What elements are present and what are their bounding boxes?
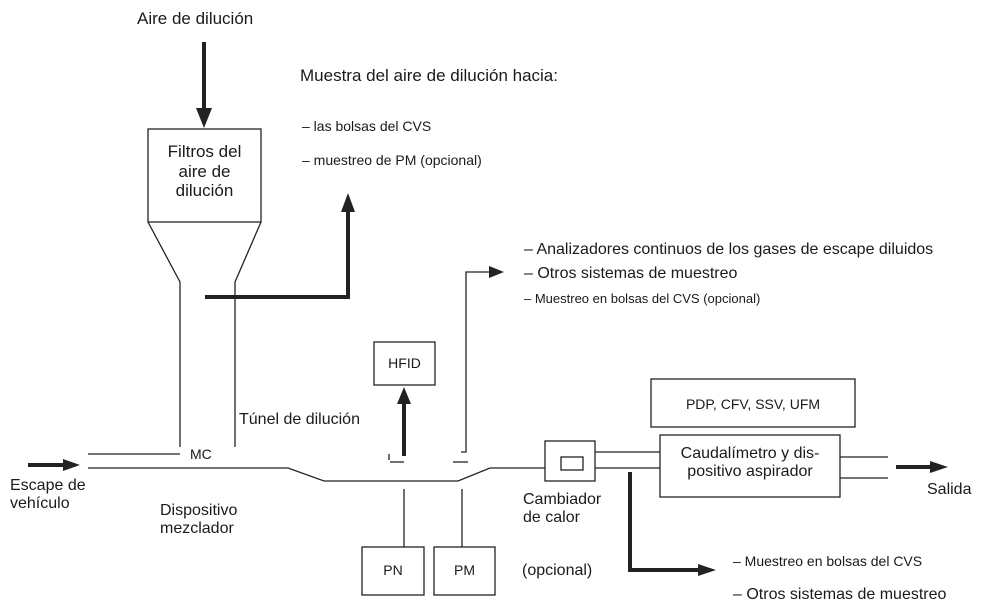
optional-label: (opcional) [522, 562, 593, 579]
flowmeter-label: Caudalímetro y dis- positivo aspirador [680, 445, 820, 481]
dilution-sample-item: – las bolsas del CVS [302, 118, 432, 134]
pn-box [361, 546, 425, 596]
tunnel-bottom-wall [88, 467, 545, 482]
analyzer-sample-line [461, 271, 492, 453]
heat-exchanger-core [560, 456, 584, 471]
tunnel-sampling-item: – Analizadores continuos de los gases de… [524, 241, 934, 258]
pm-box [433, 546, 496, 596]
heat-exchanger-box [544, 440, 596, 482]
pn-label: PN [383, 562, 403, 578]
dilution-sample-item: – muestreo de PM (opcional) [302, 152, 482, 168]
exhaust-arrow-head [63, 459, 80, 471]
dilution-filter-box [147, 128, 262, 223]
hfid-label: HFID [388, 355, 421, 371]
dilution-air-arrow-head [196, 108, 212, 128]
exchanger-sample-line [628, 472, 700, 572]
hfid-box [373, 341, 436, 386]
funnel-left [147, 221, 181, 447]
dilution-filters-label: Filtros del aire de dilución [167, 142, 242, 201]
dilution-sample-line [205, 208, 350, 299]
dilution-sample-title: Muestra del aire de dilución hacia: [300, 66, 558, 85]
exchanger-sampling-item: – Otros sistemas de muestreo [733, 586, 947, 603]
tunnel-sampling-item: – Otros sistemas de muestreo [524, 265, 738, 282]
dilution-air-label: Aire de dilución [137, 9, 254, 28]
mixing-device-label: Dispositivo mezclador [160, 502, 238, 538]
exchanger-sampling-item: – Muestreo en bolsas del CVS [733, 553, 923, 569]
flow-options-box [650, 378, 856, 428]
dilution-sample-arrow-head [341, 193, 355, 212]
hfid-sample-arrow-head [397, 387, 411, 404]
exchanger-arrow-head [698, 564, 716, 576]
analyzer-arrow-head [489, 266, 504, 278]
pm-label: PM [454, 562, 475, 578]
heat-exchanger-label: Cambiador de calor [523, 491, 602, 527]
dilution-tunnel-label: Túnel de dilución [239, 411, 360, 428]
flow-options-label: PDP, CFV, SSV, UFM [685, 396, 821, 412]
outlet-label: Salida [927, 481, 972, 498]
flowmeter-box [659, 434, 841, 498]
outlet-arrow-head [930, 461, 948, 473]
funnel-right [234, 221, 262, 447]
tunnel-sampling-item: – Muestreo en bolsas del CVS (opcional) [524, 291, 761, 306]
mc-label: MC [190, 446, 212, 462]
vehicle-exhaust-label: Escape de vehículo [10, 477, 86, 513]
